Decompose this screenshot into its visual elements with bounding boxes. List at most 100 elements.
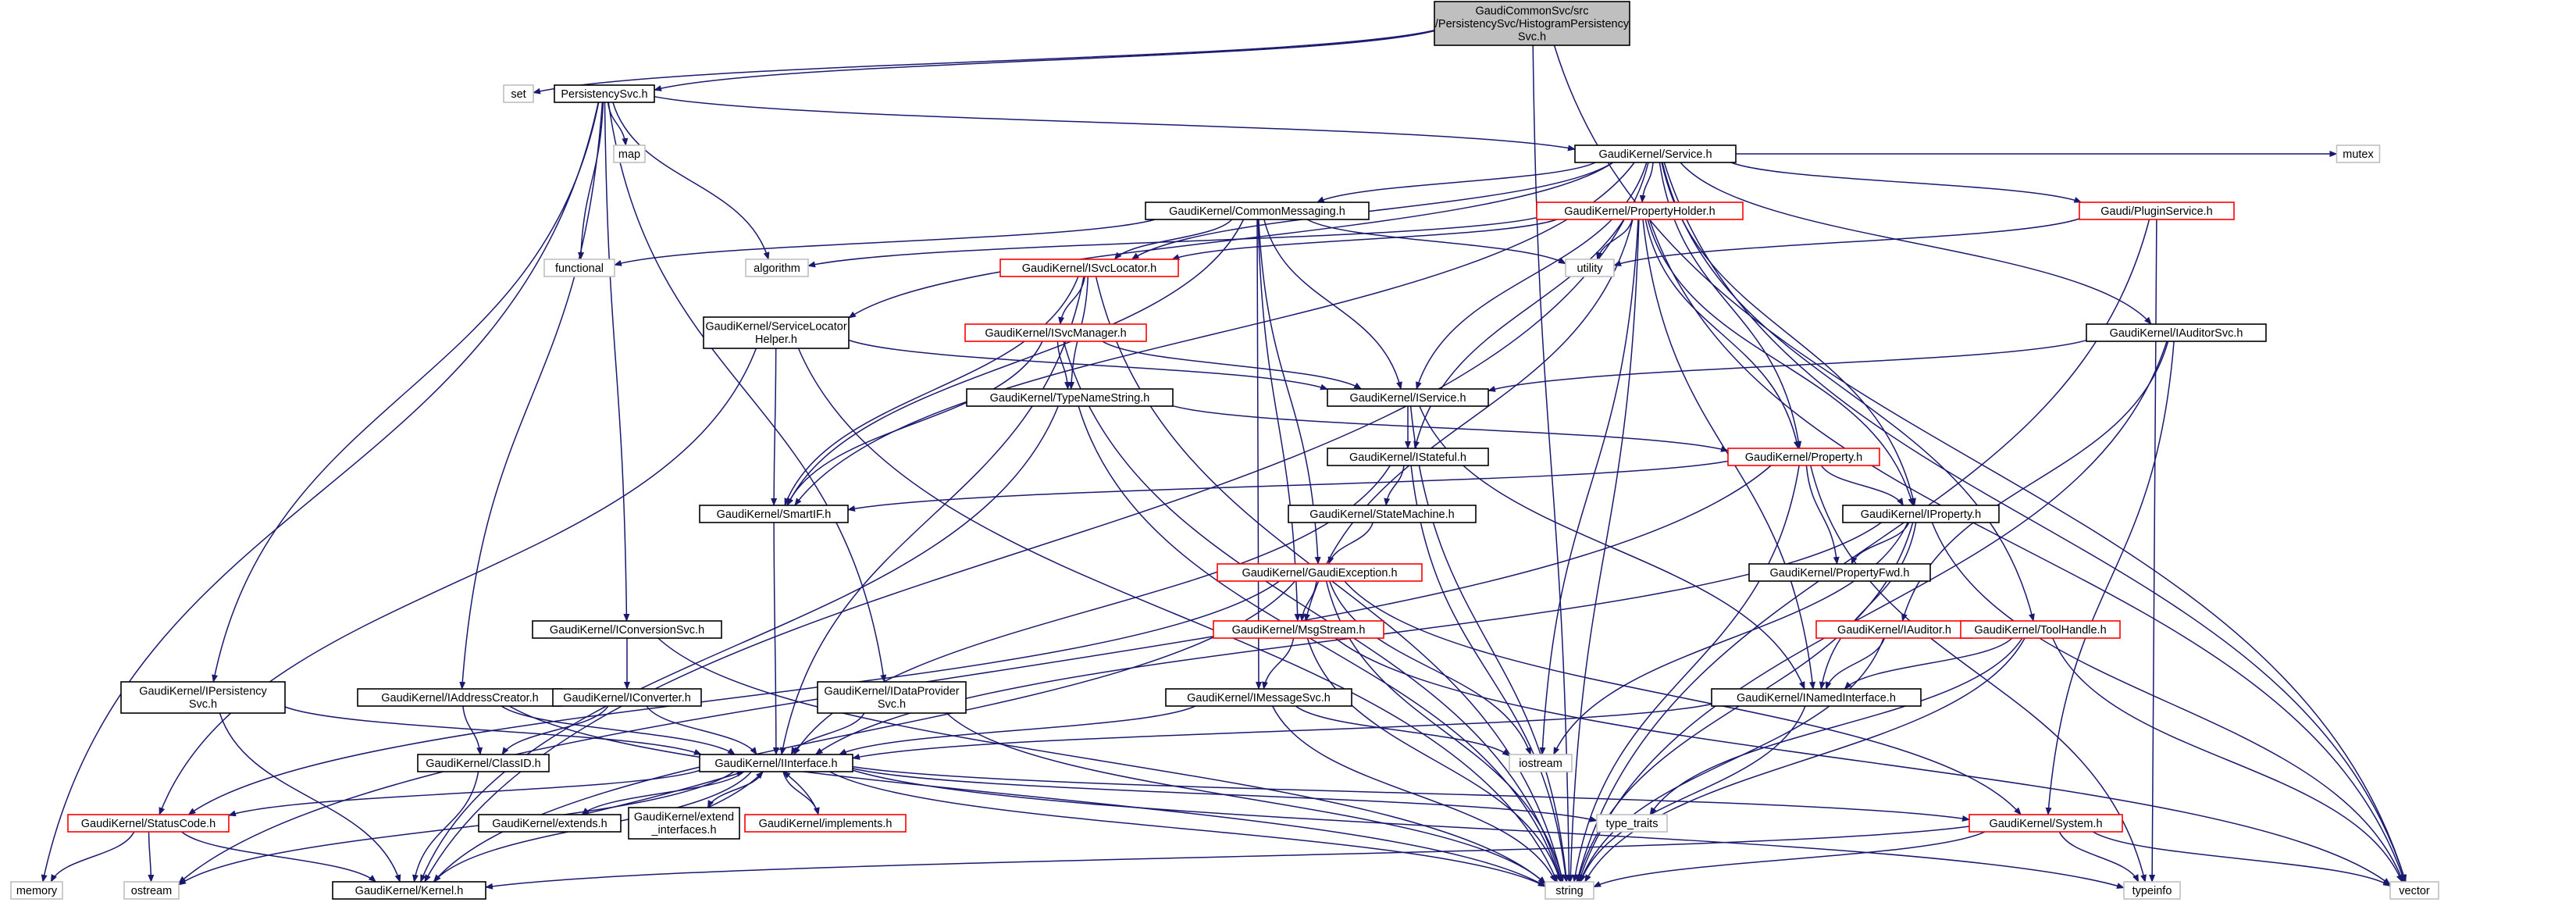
node-inamedinterface-label-line-0: GaudiKernel/INamedInterface.h <box>1737 692 1896 704</box>
node-commonmessaging[interactable]: GaudiKernel/CommonMessaging.h <box>1145 202 1370 220</box>
node-system[interactable]: GaudiKernel/System.h <box>1969 814 2123 833</box>
node-statuscode[interactable]: GaudiKernel/StatusCode.h <box>67 814 230 833</box>
edge-smartif-to-iinterface <box>772 522 779 755</box>
node-propertyholder-box <box>1536 202 1744 220</box>
node-imessagesvc-box <box>1165 688 1352 707</box>
node-imessagesvc[interactable]: GaudiKernel/IMessageSvc.h <box>1165 688 1352 707</box>
node-algorithm-label-line-0: algorithm <box>754 262 800 275</box>
node-iinterface-box <box>699 754 853 772</box>
edge-root-to-persistencysvc <box>654 30 1435 91</box>
edge-system-to-vector <box>2093 831 2391 887</box>
node-ipersistencysvc-box <box>120 681 286 714</box>
edge-iauditorsvc-to-iauditor <box>1901 341 2169 622</box>
edge-service-to-vector <box>1663 162 2407 883</box>
node-iauditor[interactable]: GaudiKernel/IAuditor.h <box>1815 620 1973 639</box>
node-mutex-box <box>2336 144 2381 163</box>
node-classid[interactable]: GaudiKernel/ClassID.h <box>417 754 550 772</box>
edge-iaddresscreator-to-iinterface <box>501 705 736 755</box>
node-kernel[interactable]: GaudiKernel/Kernel.h <box>332 881 486 900</box>
node-classid-label-line-0: GaudiKernel/ClassID.h <box>426 758 541 770</box>
edge-persistencysvc-to-functional <box>577 102 604 260</box>
edge-iaddresscreator-to-classid <box>462 705 483 755</box>
edge-istateful-to-string <box>1410 465 1569 883</box>
node-msgstream[interactable]: GaudiKernel/MsgStream.h <box>1213 620 1384 639</box>
node-vector-label-line-0: vector <box>2399 885 2430 897</box>
node-root-label-line-0: GaudiCommonSvc/src <box>1475 5 1588 17</box>
node-statemachine-label-line-0: GaudiKernel/StateMachine.h <box>1309 508 1454 521</box>
edge-persistencysvc-to-iaddresscreator <box>459 102 604 690</box>
edge-msgstream-to-imessagesvc <box>1262 637 1295 690</box>
node-isvcmanager[interactable]: GaudiKernel/ISvcManager.h <box>964 323 1147 342</box>
node-pluginservice[interactable]: Gaudi/PluginService.h <box>2079 202 2235 220</box>
edge-persistencysvc-to-memory <box>41 102 599 883</box>
node-propertyfwd-label-line-0: GaudiKernel/PropertyFwd.h <box>1770 567 1910 580</box>
nodes-layer: GaudiCommonSvc/src/PersistencySvc/Histog… <box>10 1 2439 900</box>
node-imessagesvc-label-line-0: GaudiKernel/IMessageSvc.h <box>1187 692 1331 704</box>
node-propertyholder[interactable]: GaudiKernel/PropertyHolder.h <box>1536 202 1744 220</box>
node-propertyfwd[interactable]: GaudiKernel/PropertyFwd.h <box>1748 563 1931 582</box>
node-ostream-label-line-0: ostream <box>131 885 172 897</box>
edge-idataprovidersvc-to-iinterface <box>790 712 865 755</box>
node-statuscode-box <box>67 814 230 833</box>
edge-iinterface-to-type_traits <box>852 768 1598 822</box>
node-set-box <box>503 84 534 103</box>
node-set-label-line-0: set <box>511 88 526 101</box>
node-root-label-line-2: Svc.h <box>1518 30 1546 43</box>
node-commonmessaging-box <box>1145 202 1370 220</box>
node-extend_interfaces-label-line-0: GaudiKernel/extend <box>634 811 734 824</box>
node-iauditor-label-line-0: GaudiKernel/IAuditor.h <box>1837 624 1951 637</box>
edge-property-to-string <box>1572 465 1800 883</box>
node-service[interactable]: GaudiKernel/Service.h <box>1574 144 1737 163</box>
node-extends[interactable]: GaudiKernel/extends.h <box>478 814 622 833</box>
node-iproperty-label-line-0: GaudiKernel/IProperty.h <box>1861 508 1981 521</box>
node-istateful[interactable]: GaudiKernel/IStateful.h <box>1327 448 1489 466</box>
node-set: set <box>503 84 534 103</box>
edge-typenamestring-to-string <box>1078 405 1562 883</box>
node-toolhandle-label-line-0: GaudiKernel/ToolHandle.h <box>1974 624 2106 637</box>
edge-commonmessaging-to-functional <box>614 219 1156 266</box>
node-iservice[interactable]: GaudiKernel/IService.h <box>1327 388 1489 407</box>
node-isvclocator[interactable]: GaudiKernel/ISvcLocator.h <box>999 259 1179 277</box>
edge-propertyholder-to-isvclocator <box>1171 219 1558 260</box>
node-type_traits: type_traits <box>1596 814 1668 833</box>
node-iaddresscreator[interactable]: GaudiKernel/IAddressCreator.h <box>357 688 563 707</box>
node-typenamestring-box <box>966 388 1174 407</box>
node-iinterface[interactable]: GaudiKernel/IInterface.h <box>699 754 853 772</box>
node-inamedinterface[interactable]: GaudiKernel/INamedInterface.h <box>1711 688 1922 707</box>
node-idataprovidersvc-label-line-0: GaudiKernel/IDataProvider <box>824 686 959 698</box>
edge-idataprovidersvc-to-string <box>946 712 1546 884</box>
node-typeinfo-box <box>2123 881 2181 900</box>
node-persistencysvc[interactable]: PersistencySvc.h <box>554 84 655 103</box>
node-algorithm: algorithm <box>745 259 809 277</box>
node-root[interactable]: GaudiCommonSvc/src/PersistencySvc/Histog… <box>1434 1 1630 46</box>
node-iconversionsvc[interactable]: GaudiKernel/IConversionSvc.h <box>532 620 722 639</box>
node-iproperty[interactable]: GaudiKernel/IProperty.h <box>1842 505 2000 523</box>
edge-gaudiexception-to-iostream <box>1329 580 1532 755</box>
node-statemachine[interactable]: GaudiKernel/StateMachine.h <box>1288 505 1477 523</box>
node-extends-box <box>478 814 622 833</box>
node-isvcmanager-box <box>964 323 1147 342</box>
edge-propertyholder-to-string <box>1567 219 1640 883</box>
node-iauditorsvc[interactable]: GaudiKernel/IAuditorSvc.h <box>2086 323 2267 342</box>
edge-iservice-to-string <box>1409 405 1569 883</box>
node-typenamestring[interactable]: GaudiKernel/TypeNameString.h <box>966 388 1174 407</box>
node-toolhandle[interactable]: GaudiKernel/ToolHandle.h <box>1960 620 2121 639</box>
node-extend_interfaces[interactable]: GaudiKernel/extend_interfaces.h <box>628 807 740 840</box>
node-ipersistencysvc-label-line-1: Svc.h <box>189 698 217 711</box>
edge-iinterface-to-statuscode <box>228 769 700 817</box>
node-iconverter[interactable]: GaudiKernel/IConverter.h <box>552 688 702 707</box>
node-gaudiexception[interactable]: GaudiKernel/GaudiException.h <box>1217 563 1423 582</box>
node-memory: memory <box>10 881 63 900</box>
edge-isvcmanager-to-typenamestring <box>1056 341 1071 390</box>
node-property[interactable]: GaudiKernel/Property.h <box>1727 448 1880 466</box>
node-smartif[interactable]: GaudiKernel/SmartIF.h <box>699 505 849 523</box>
edge-msgstream-to-string <box>1306 637 1562 883</box>
edge-iinterface-to-typeinfo <box>852 769 2125 889</box>
node-iservice-label-line-0: GaudiKernel/IService.h <box>1349 392 1466 405</box>
node-implements[interactable]: GaudiKernel/implements.h <box>744 814 907 833</box>
edge-propertyholder-to-msgstream <box>1304 219 1634 622</box>
node-smartif-label-line-0: GaudiKernel/SmartIF.h <box>717 508 832 521</box>
